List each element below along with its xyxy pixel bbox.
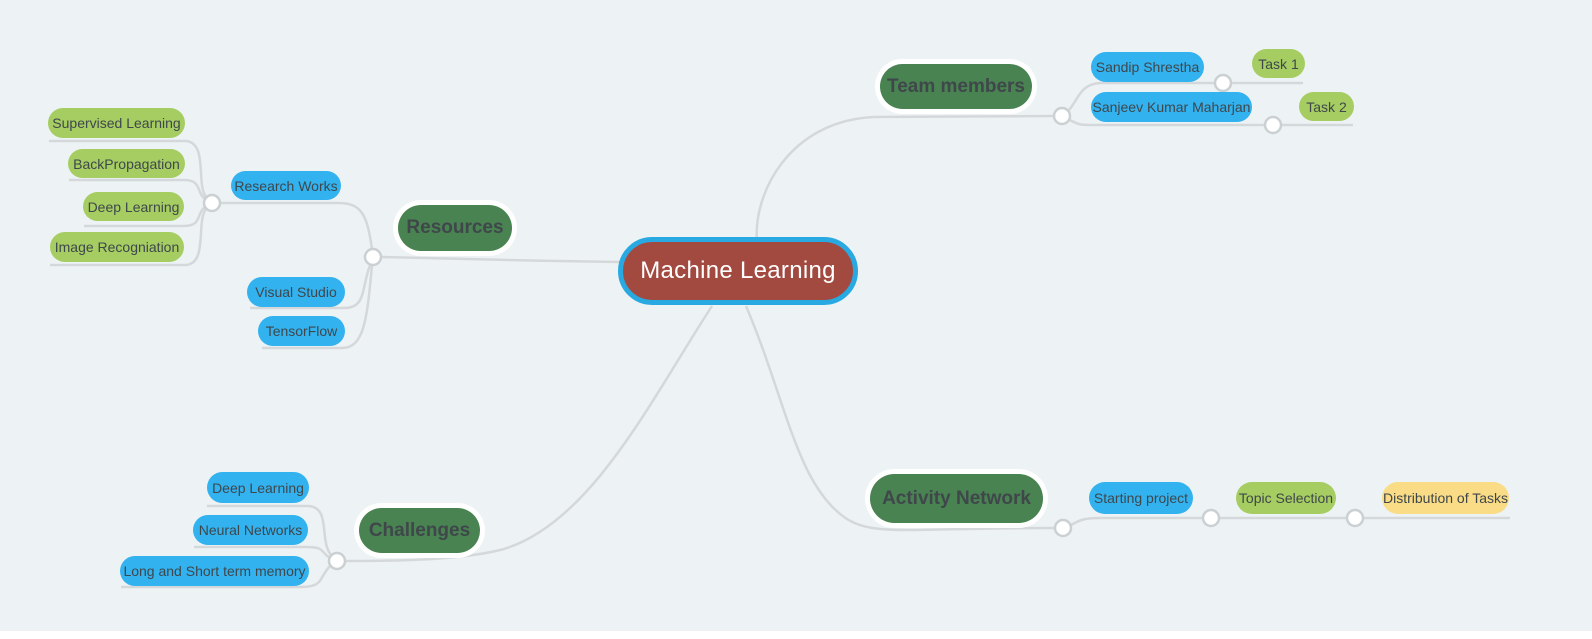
edge-activity-chain: [1070, 516, 1510, 527]
node-challenges[interactable]: Challenges: [359, 508, 480, 553]
junction-circle-2[interactable]: [1263, 115, 1283, 135]
edge-root-challenges: [345, 305, 714, 563]
edge-team-sandip: [1068, 81, 1303, 111]
edge-research-supervised: [49, 139, 208, 198]
node-starting-project[interactable]: Starting project: [1089, 482, 1193, 514]
node-neural-networks[interactable]: Neural Networks: [193, 515, 308, 545]
node-supervised-learning[interactable]: Supervised Learning: [48, 108, 185, 138]
node-backpropagation[interactable]: BackPropagation: [68, 149, 185, 178]
node-deep-learning[interactable]: Deep Learning: [83, 192, 184, 221]
node-team-members[interactable]: Team members: [880, 64, 1032, 109]
node-sandip-shrestha[interactable]: Sandip Shrestha: [1091, 52, 1204, 82]
node-resources[interactable]: Resources: [398, 205, 512, 251]
node-visual-studio[interactable]: Visual Studio: [247, 277, 345, 307]
junction-circle-4[interactable]: [202, 193, 222, 213]
node-distribution-of-tasks[interactable]: Distribution of Tasks: [1382, 482, 1509, 514]
node-deep-learning[interactable]: Deep Learning: [207, 472, 309, 503]
edge-resources-tensorflow: [262, 264, 374, 350]
node-activity-network[interactable]: Activity Network: [870, 474, 1043, 523]
node-tensorflow[interactable]: TensorFlow: [258, 316, 345, 346]
node-topic-selection[interactable]: Topic Selection: [1236, 482, 1336, 514]
edge-team-sanjeev: [1069, 118, 1353, 127]
node-research-works[interactable]: Research Works: [231, 171, 341, 200]
edge-research-deep: [84, 206, 206, 228]
edge-challenges-memory: [121, 565, 331, 589]
edge-challenges-deep: [207, 504, 333, 556]
junction-circle-7[interactable]: [1201, 508, 1221, 528]
junction-circle-5[interactable]: [327, 551, 347, 571]
edge-research-backprop: [69, 178, 206, 200]
bottom-bar: [0, 631, 1592, 639]
junction-circle-1[interactable]: [1213, 73, 1233, 93]
node-task-1[interactable]: Task 1: [1252, 49, 1305, 78]
junction-circle-3[interactable]: [363, 247, 383, 267]
node-sanjeev-kumar-maharjan[interactable]: Sanjeev Kumar Maharjan: [1091, 92, 1252, 122]
node-task-2[interactable]: Task 2: [1299, 92, 1354, 121]
node-machine-learning[interactable]: Machine Learning: [618, 237, 858, 305]
node-image-recogniation[interactable]: Image Recogniation: [50, 232, 184, 262]
edge-root-team: [755, 114, 1055, 242]
edge-resources-visualstudio: [250, 264, 372, 310]
edge-resources-research: [220, 201, 374, 250]
junction-circle-6[interactable]: [1053, 518, 1073, 538]
node-long-and-short-term-memory[interactable]: Long and Short term memory: [120, 556, 309, 586]
edge-root-activity: [744, 305, 1055, 532]
junction-circle-8[interactable]: [1345, 508, 1365, 528]
edge-research-image: [50, 208, 208, 267]
edge-challenges-neural: [194, 545, 331, 560]
edge-root-resources: [381, 255, 621, 264]
junction-circle-0[interactable]: [1052, 106, 1072, 126]
